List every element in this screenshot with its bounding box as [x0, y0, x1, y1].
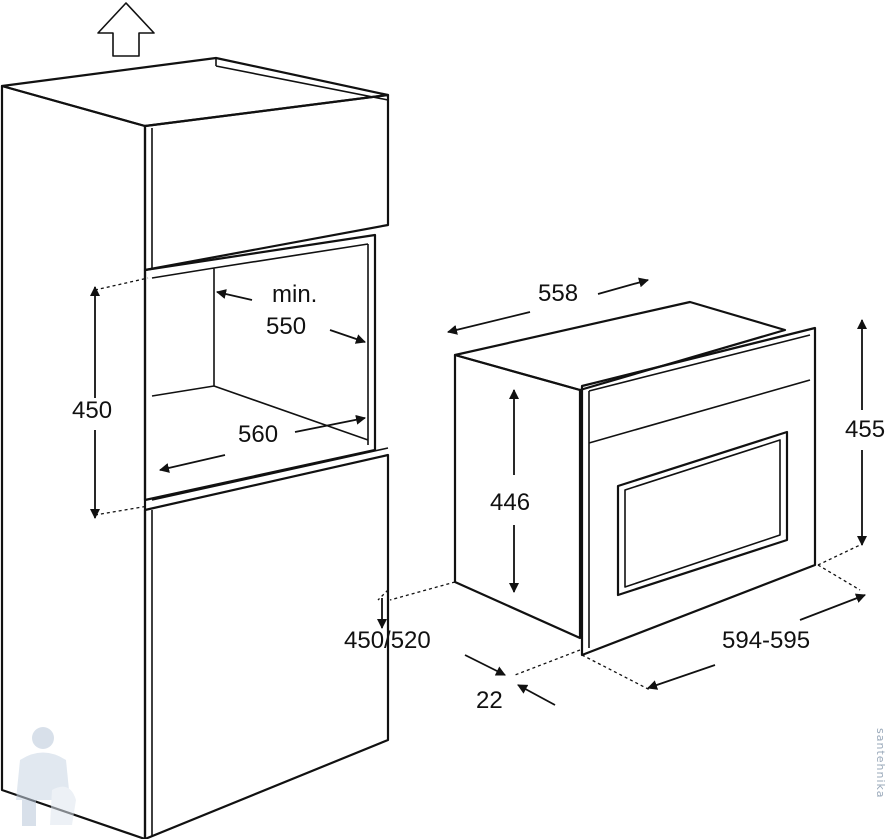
tall-cabinet [0, 56, 390, 839]
oven-depth-arrow [447, 311, 531, 335]
dimension-labels: 450 min. 550 560 450/520 558 446 455 594… [72, 280, 885, 714]
niche-depth-label: 550 [266, 313, 306, 340]
oven-door-window [616, 430, 789, 597]
niche-depth-min-label: min. [272, 281, 317, 308]
cabinet-depth-label: 450/520 [344, 627, 431, 654]
oven-width-label: 594-595 [722, 627, 810, 654]
oven-width-arrow [647, 664, 716, 690]
oven-front-panel [580, 326, 817, 657]
ventilation-arrow-icon [97, 2, 155, 57]
cabinet-side-panel [0, 84, 147, 839]
niche-guide-lines [94, 277, 389, 601]
plumber-mascot-icon [16, 727, 76, 826]
cabinet-lower-door [143, 453, 390, 839]
panel-offset-label: 22 [476, 687, 503, 714]
niche-height-label: 450 [72, 397, 112, 424]
oven-guide-lines [389, 544, 861, 691]
niche-depth-arrow [216, 289, 253, 301]
oven-body-height-label: 446 [490, 489, 530, 516]
niche-width-label: 560 [238, 421, 278, 448]
cabinet-top-panel [0, 56, 390, 128]
panel-offset-arrow [464, 654, 506, 676]
niche-opening [143, 233, 389, 502]
oven-control-strip [588, 379, 811, 444]
oven-body [453, 300, 787, 640]
dimension-arrows [90, 277, 867, 706]
watermark-text: santehnika [874, 728, 887, 799]
cabinet-upper-door [143, 93, 390, 272]
oven-depth-label: 558 [538, 280, 578, 307]
niche-width-arrow [159, 454, 226, 473]
oven-front-height-label: 455 [845, 416, 885, 443]
